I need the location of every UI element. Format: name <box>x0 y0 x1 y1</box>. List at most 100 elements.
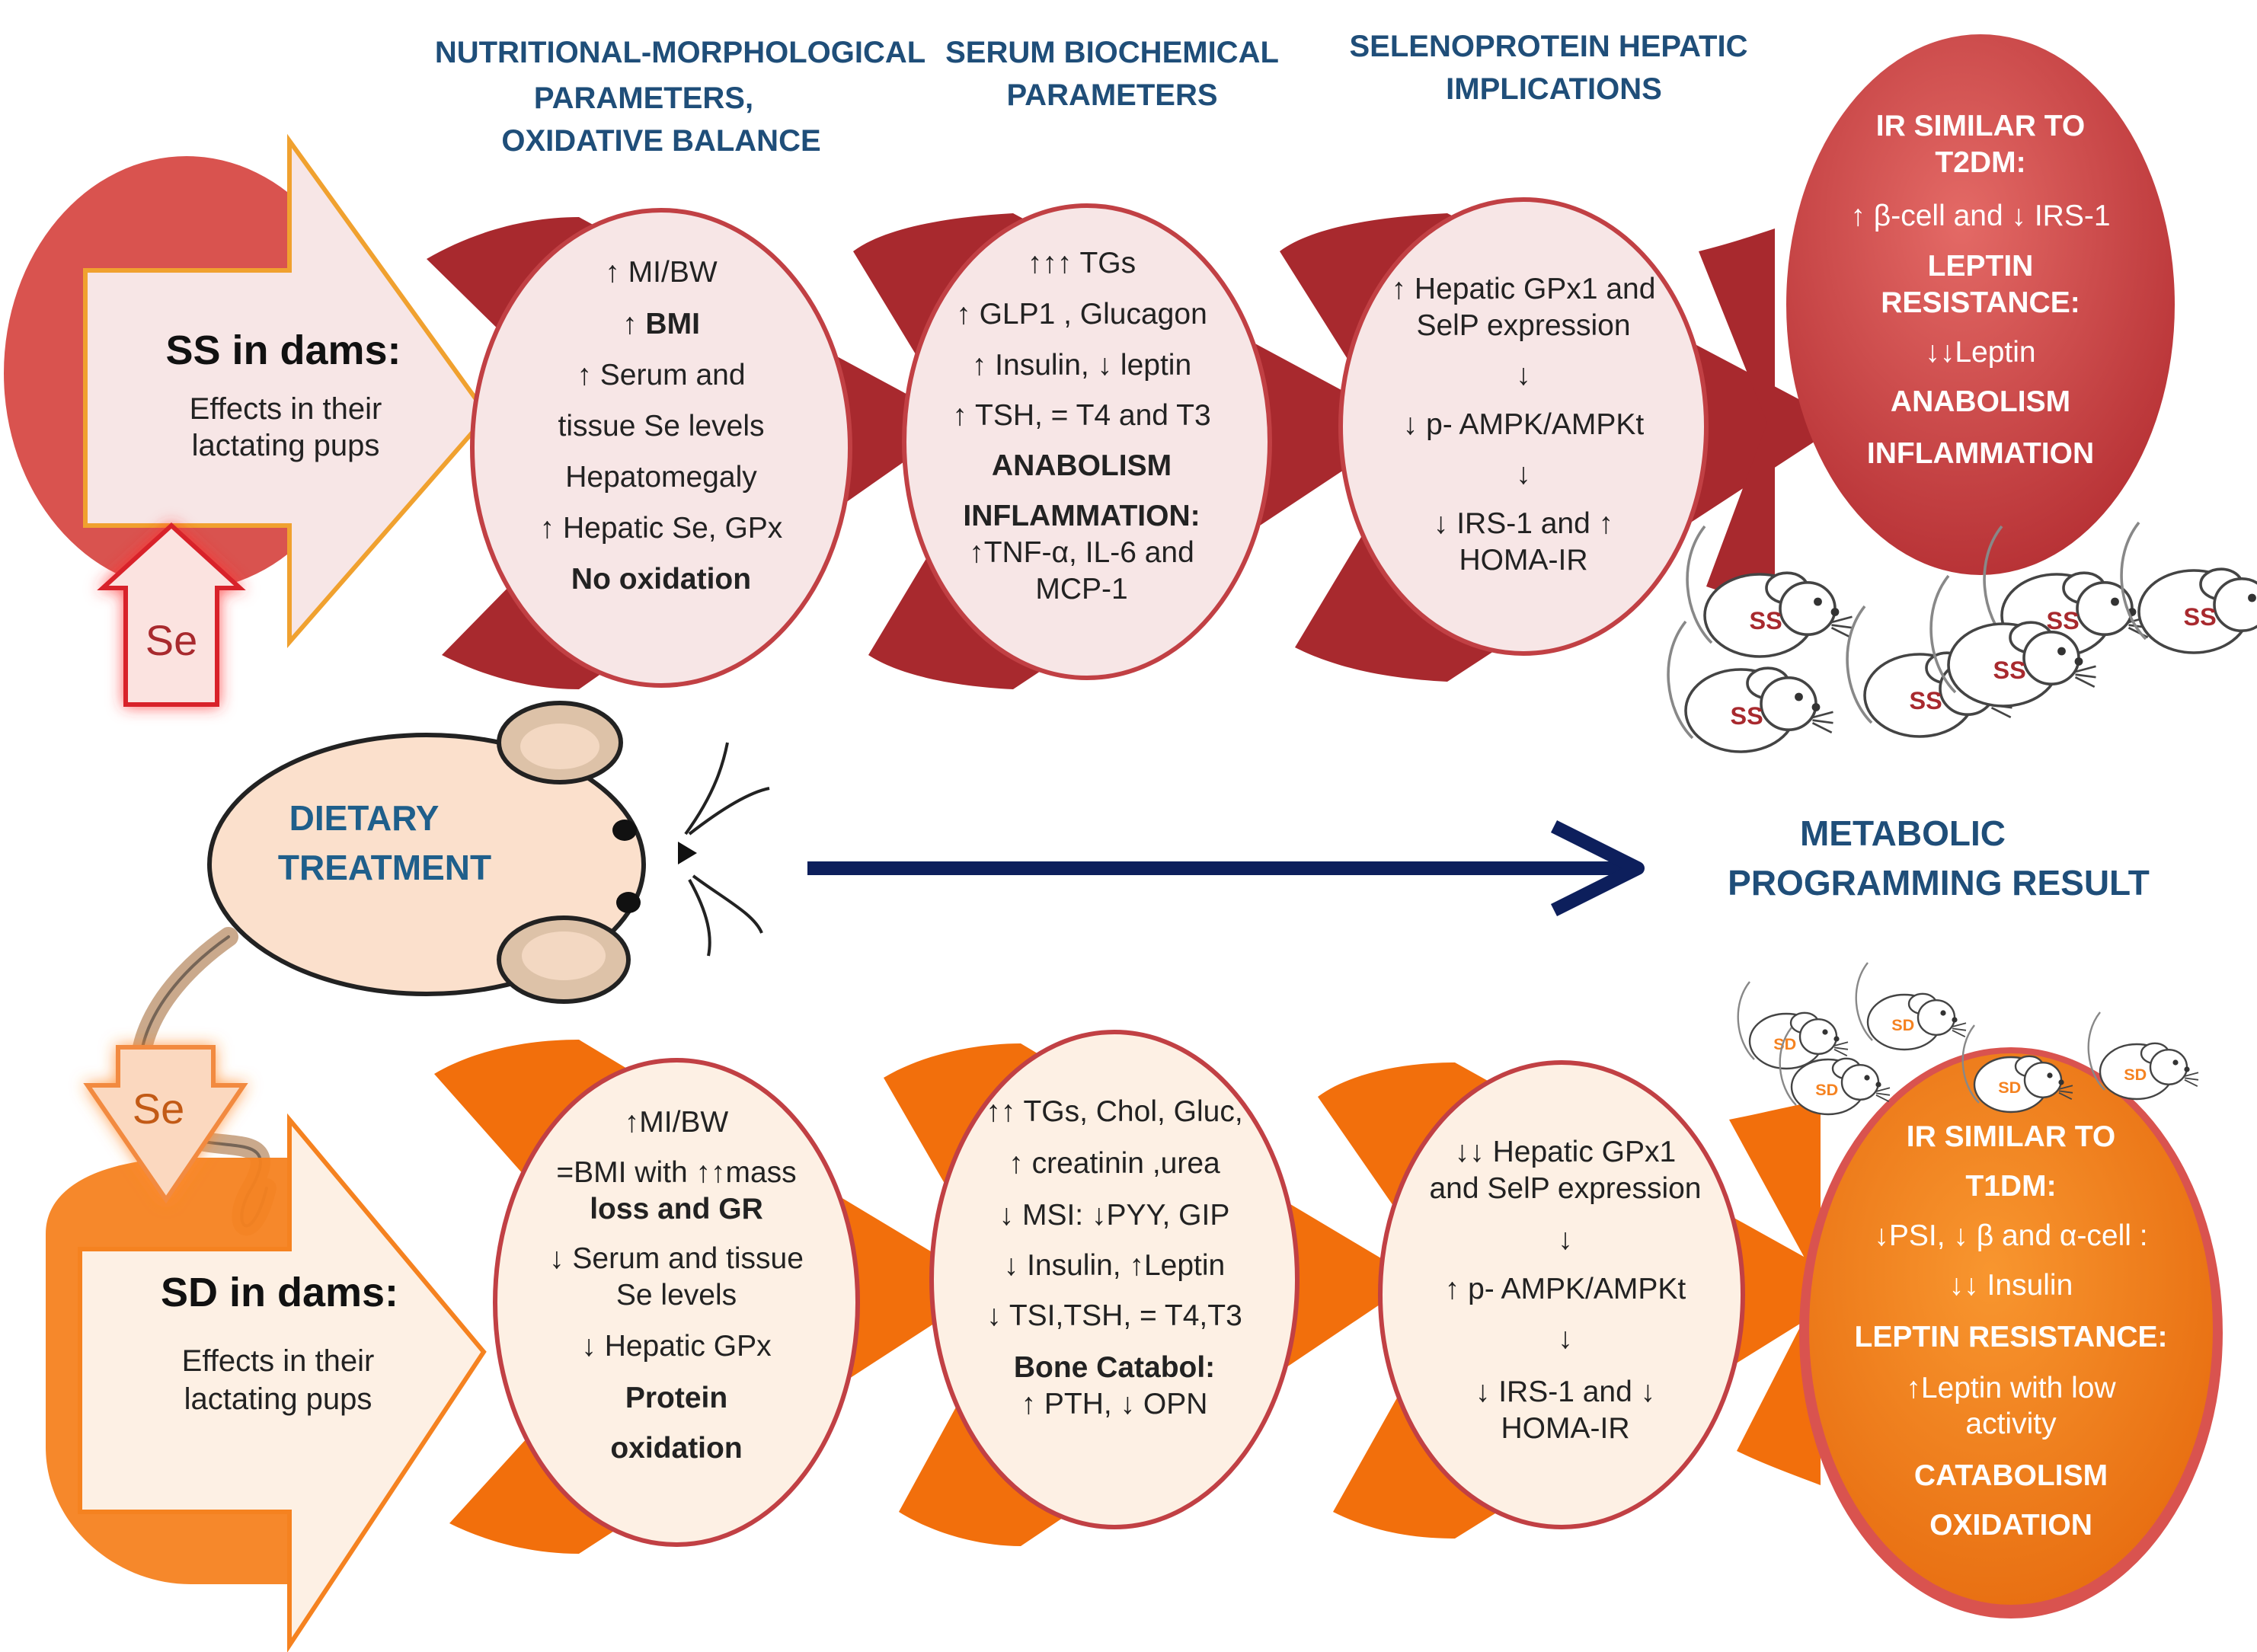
ss-box1-text: ↑ MI/BW ↑ BMI ↑ Serum and tissue Se leve… <box>540 256 783 596</box>
ss-box3-line5: HOMA-IR <box>1459 544 1588 577</box>
sd-box2-line1: ↑↑ TGs, Chol, Gluc, <box>986 1095 1242 1128</box>
ss-box2-line7: ↑TNF-α, IL-6 and <box>969 536 1194 569</box>
dietary-line2: TREATMENT <box>278 848 491 887</box>
header-col3-line1: SELENOPROTEIN HEPATIC <box>1349 30 1747 63</box>
program-arrow <box>807 820 1645 917</box>
ss-box1-line2: ↑ BMI <box>622 308 700 340</box>
ss-mouse-3: SS <box>2120 521 2257 654</box>
ss-result-line1: IR SIMILAR TO <box>1876 110 2085 142</box>
ss-box2-line1: ↑↑↑ TGs <box>1028 247 1136 280</box>
header-col1-line1: NUTRITIONAL-MORPHOLOGICAL <box>435 36 925 69</box>
ss-box2-text: ↑↑↑ TGs ↑ GLP1 , Glucagon ↑ Insulin, ↓ l… <box>952 247 1210 606</box>
sd-box2-line7: ↑ PTH, ↓ OPN <box>1021 1388 1208 1420</box>
sd-box1 <box>493 1058 860 1547</box>
ss-box3 <box>1338 197 1709 656</box>
sd-box3-text: ↓↓ Hepatic GPx1 and SelP expression ↓ ↑ … <box>1429 1136 1701 1445</box>
ss-box1-line5: Hepatomegaly <box>565 461 757 494</box>
big-mouse: DIETARY TREATMENT <box>130 701 770 1236</box>
sd-box2-line6: Bone Catabol: <box>1014 1351 1215 1384</box>
metabolic-line2: PROGRAMMING RESULT <box>1728 863 2150 903</box>
ss-box2 <box>902 203 1272 680</box>
sd-chevron-4 <box>1729 1101 1821 1485</box>
sd-result-line9: OXIDATION <box>1929 1509 2092 1542</box>
sd-result-line3: ↓PSI, ↓ β and α-cell : <box>1874 1219 2147 1252</box>
svg-text:SS: SS <box>1750 607 1782 634</box>
column-headers: NUTRITIONAL-MORPHOLOGICAL PARAMETERS, OX… <box>435 30 1748 158</box>
ss-result-text: IR SIMILAR TO T2DM: ↑ β-cell and ↓ IRS-1… <box>1850 110 2110 470</box>
sd-box3-line3: ↑ p- AMPK/AMPKt <box>1445 1273 1686 1305</box>
svg-text:SS: SS <box>2184 603 2217 631</box>
svg-text:SD: SD <box>1891 1015 1914 1034</box>
sd-box1-line5: Se levels <box>616 1279 737 1312</box>
ss-box1-line4: tissue Se levels <box>558 410 765 443</box>
sd-box2-line5: ↓ TSI,TSH, = T4,T3 <box>986 1299 1242 1332</box>
ss-se-label: Se <box>145 616 198 664</box>
sd-title: SD in dams: <box>161 1270 398 1315</box>
header-col1-line3: OXIDATIVE BALANCE <box>501 124 820 158</box>
ss-mouse-4: SS <box>1846 605 2014 738</box>
sd-intro-arrow <box>78 1113 487 1652</box>
ss-box3-line2: SelP expression <box>1416 309 1630 342</box>
ss-se-up-arrow: Se <box>97 522 246 707</box>
ss-box3-text: ↑ Hepatic GPx1 and SelP expression ↓ ↓ p… <box>1392 273 1656 577</box>
sd-result-line4: ↓↓ Insulin <box>1949 1269 2073 1302</box>
ss-box1-line1: ↑ MI/BW <box>605 256 718 289</box>
svg-text:SS: SS <box>1731 702 1763 730</box>
ss-result-line5: RESISTANCE: <box>1881 286 2080 319</box>
ss-mouse-cluster: SS SS SS SS SS SS <box>1667 521 2257 753</box>
svg-text:SD: SD <box>1998 1078 2021 1097</box>
ss-box2-line8: MCP-1 <box>1035 573 1127 606</box>
sd-result-line6: ↑Leptin with low <box>1906 1372 2116 1404</box>
metabolic-line1: METABOLIC <box>1800 813 2006 853</box>
sd-result-line2: T1DM: <box>1965 1170 2056 1203</box>
ss-mouse-6: SS <box>1929 574 2098 708</box>
sd-box1-line4: ↓ Serum and tissue <box>549 1242 804 1275</box>
sd-box1-text: ↑MI/BW =BMI with ↑↑mass loss and GR ↓ Se… <box>549 1106 804 1465</box>
ss-result-line7: ANABOLISM <box>1891 385 2070 418</box>
header-col1-line2: PARAMETERS, <box>534 81 753 115</box>
sd-box1-line1: ↑MI/BW <box>625 1106 729 1139</box>
sd-box2 <box>929 1030 1300 1529</box>
ss-box3-arrow2: ↓ <box>1516 458 1531 490</box>
sd-mouse-cluster: SD SD SD SD SD <box>1737 961 2200 1116</box>
sd-subtitle-line2: lactating pups <box>184 1382 372 1416</box>
ss-subtitle-line2: lactating pups <box>192 429 380 462</box>
ss-subtitle-line1: Effects in their <box>190 392 382 426</box>
sd-box3-arrow1: ↓ <box>1558 1223 1573 1256</box>
dietary-line1: DIETARY <box>289 798 440 838</box>
ss-box1-line7: No oxidation <box>571 563 751 596</box>
header-col3-line2: IMPLICATIONS <box>1446 72 1662 106</box>
ss-result-line4: LEPTIN <box>1928 250 2034 283</box>
sd-mouse-1: SD <box>1737 980 1849 1070</box>
sd-box1-line3: loss and GR <box>590 1193 763 1225</box>
sd-result-ball <box>1809 1053 2213 1605</box>
ss-mouse-2: SS <box>1983 525 2151 658</box>
ss-box1-line3: ↑ Serum and <box>577 359 745 391</box>
ss-result-ball <box>1786 34 2175 575</box>
sd-result-text: IR SIMILAR TO T1DM: ↓PSI, ↓ β and α-cell… <box>1855 1120 2168 1542</box>
sd-box2-line4: ↓ Insulin, ↑Leptin <box>1004 1249 1226 1282</box>
sd-row: SD in dams: Effects in their lactating p… <box>46 961 2223 1652</box>
svg-text:SD: SD <box>2124 1065 2147 1084</box>
ss-box2-line6: INFLAMMATION: <box>963 500 1200 532</box>
ss-chevron-4 <box>1699 228 1775 609</box>
ss-box3-arrow1: ↓ <box>1516 359 1531 391</box>
sd-result-line8: CATABOLISM <box>1914 1459 2108 1492</box>
sd-mouse-3: SD <box>1779 1026 1891 1116</box>
ss-box2-line2: ↑ GLP1 , Glucagon <box>956 298 1207 331</box>
ss-result-line6: ↓↓Leptin <box>1925 336 2035 369</box>
sd-se-label: Se <box>133 1085 185 1133</box>
ss-result-line3: ↑ β-cell and ↓ IRS-1 <box>1850 200 2110 232</box>
header-col2-line2: PARAMETERS <box>1006 78 1217 112</box>
sd-box2-line2: ↑ creatinin ,urea <box>1009 1147 1220 1180</box>
ss-intro-arrow <box>83 133 491 649</box>
ss-row: SS in dams: Effects in their lactating p… <box>4 34 2257 753</box>
sd-result-line1: IR SIMILAR TO <box>1907 1120 2115 1153</box>
ss-mouse-1: SS <box>1686 525 1854 658</box>
svg-text:SD: SD <box>1815 1080 1838 1099</box>
ss-box1-line6: ↑ Hepatic Se, GPx <box>540 512 783 545</box>
ss-result-line8: INFLAMMATION <box>1867 437 2094 470</box>
sd-box3-line1: ↓↓ Hepatic GPx1 <box>1455 1136 1676 1168</box>
svg-text:SS: SS <box>1993 657 2026 684</box>
